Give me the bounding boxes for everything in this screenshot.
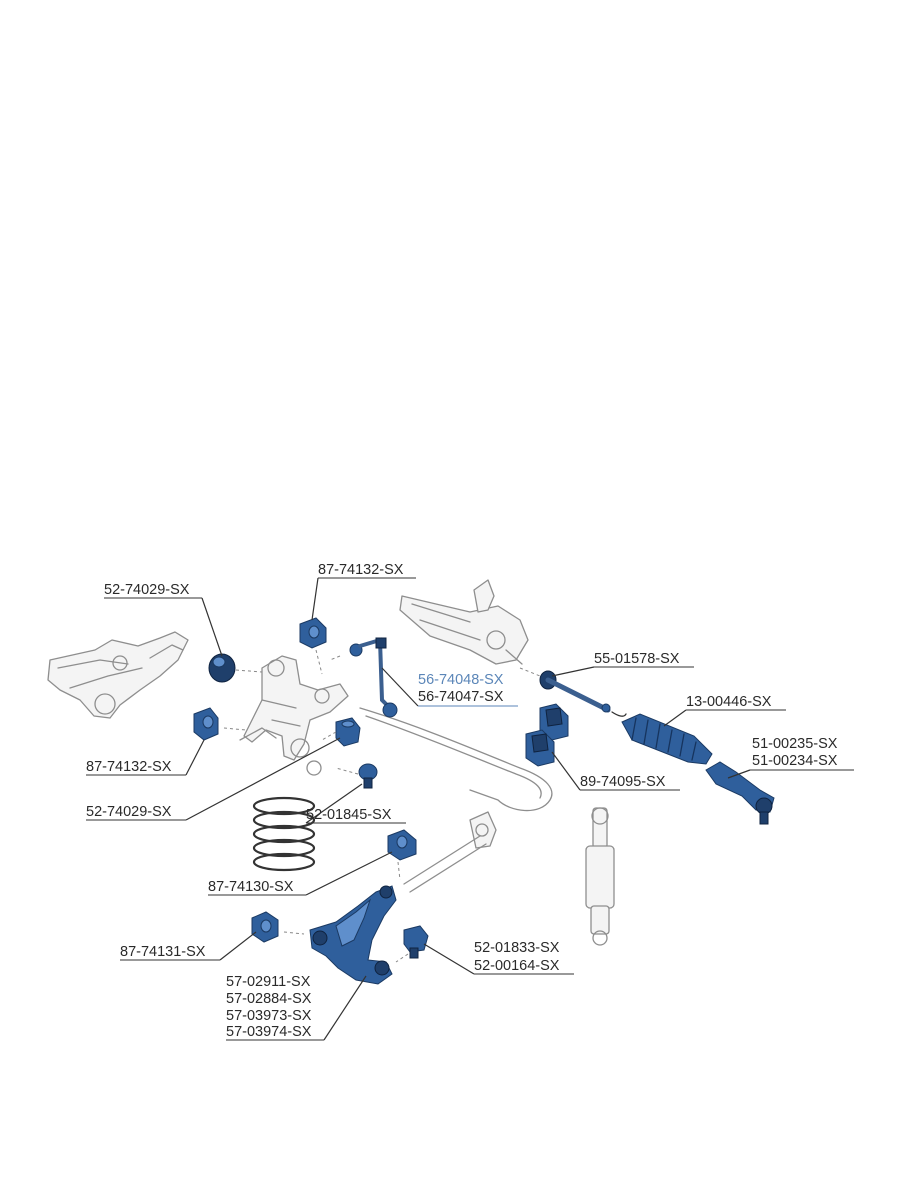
label-87-74132-lower: 87-74132-SX <box>86 759 172 775</box>
knuckle-outline <box>239 655 349 776</box>
label-51-00234: 51-00234-SX <box>752 753 838 769</box>
label-57-03974: 57-03974-SX <box>226 1024 312 1040</box>
stabilizer-link <box>349 637 398 718</box>
label-52-74029-upper: 52-74029-SX <box>104 582 190 598</box>
lower-ball-joint <box>403 925 429 959</box>
label-52-01833: 52-01833-SX <box>474 940 560 956</box>
label-57-02911: 57-02911-SX <box>226 974 311 990</box>
label-89-74095: 89-74095-SX <box>580 774 666 790</box>
assembly-guides <box>223 649 541 963</box>
label-56-74047: 56-74047-SX <box>418 689 504 705</box>
mount-52-74029-lower <box>335 717 361 747</box>
label-55-01578: 55-01578-SX <box>594 651 680 667</box>
label-56-74048: 56-74048-SX <box>418 672 504 688</box>
coil-spring <box>252 796 316 872</box>
sway-bar-outline <box>359 707 553 812</box>
label-87-74130: 87-74130-SX <box>208 879 294 895</box>
label-52-00164: 52-00164-SX <box>474 958 560 974</box>
ball-joint-52-01845 <box>358 763 378 789</box>
rack-boot <box>611 711 713 765</box>
label-57-02884: 57-02884-SX <box>226 991 312 1007</box>
shock-absorber <box>585 807 615 946</box>
tension-strut <box>403 811 497 893</box>
label-87-74131: 87-74131-SX <box>120 944 206 960</box>
subframe-outline <box>47 631 189 719</box>
part-labels: 52-74029-SX 87-74132-SX 56-74048-SX 56-7… <box>86 562 838 1040</box>
bushing-87-74132-lower <box>193 707 219 741</box>
bushing-87-74130 <box>387 829 417 861</box>
label-57-03973: 57-03973-SX <box>226 1008 312 1024</box>
lower-control-arm <box>309 885 397 985</box>
label-87-74132-upper: 87-74132-SX <box>318 562 404 578</box>
label-13-00446: 13-00446-SX <box>686 694 772 710</box>
leader-lines <box>86 577 854 1041</box>
label-52-74029-lower: 52-74029-SX <box>86 804 172 820</box>
bushing-87-74131 <box>251 911 279 943</box>
sway-bar-bushings <box>525 703 569 767</box>
outer-tie-rod-end <box>705 761 775 825</box>
label-51-00235: 51-00235-SX <box>752 736 838 752</box>
steering-rack-outline <box>399 579 529 665</box>
bushing-52-74029-upper <box>208 653 236 683</box>
label-52-01845: 52-01845-SX <box>306 807 392 823</box>
bushing-87-74132-upper <box>299 617 327 649</box>
